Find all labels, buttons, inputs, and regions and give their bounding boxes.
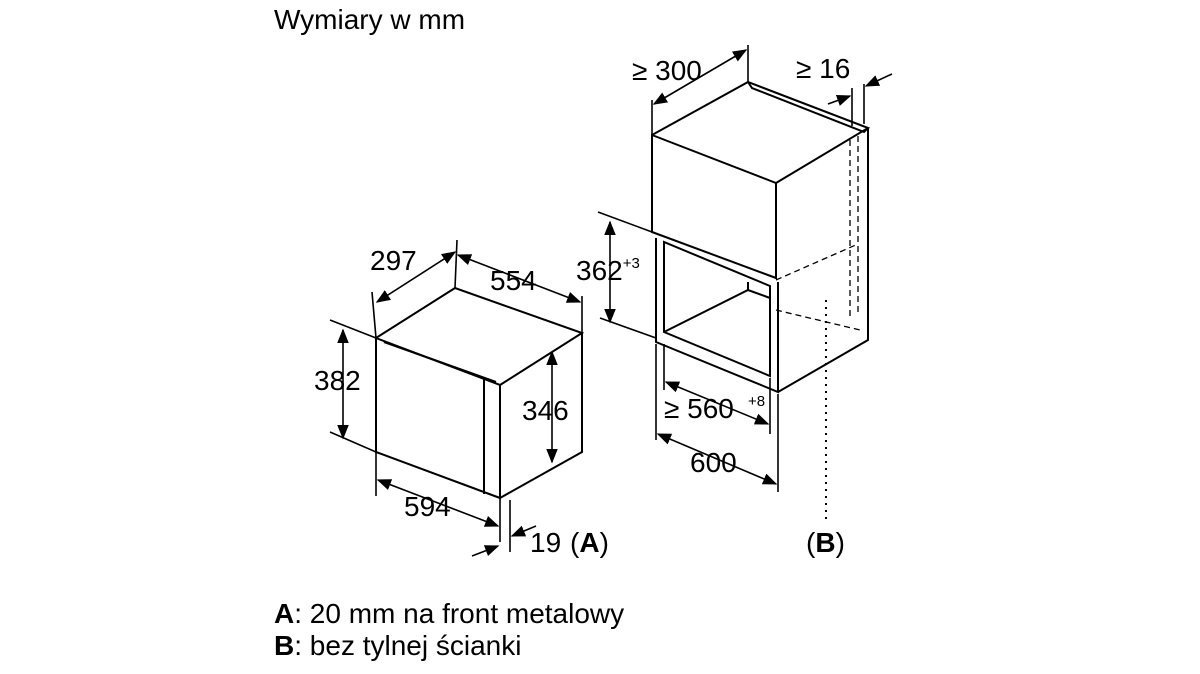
niche-width-tolerance: +8 (748, 393, 765, 410)
legend-a: A: 20 mm na front metalowy (274, 598, 624, 630)
microwave-dimension-lines (329, 239, 583, 557)
legend-b-text: : bez tylnej ścianki (294, 630, 522, 661)
cabinet-hidden-lines (775, 136, 861, 331)
niche-height-tolerance: +3 (623, 255, 640, 272)
dim-thickness-19: 19 (530, 527, 561, 558)
niche-height-value: 362 (576, 255, 623, 286)
label-b: (B) (806, 527, 845, 558)
dim-gap-min-16: ≥ 16 (796, 53, 850, 84)
dim-width-554: 554 (490, 265, 537, 296)
legend-b-key: B (274, 630, 295, 661)
microwave-outline (375, 286, 585, 500)
legend-a-key: A (274, 598, 295, 629)
dim-depth-min-300: ≥ 300 (632, 55, 702, 86)
legend-a-text: : 20 mm na front metalowy (294, 598, 625, 629)
dim-width-594: 594 (404, 491, 451, 522)
dim-niche-height-362: 362+3 (576, 255, 640, 286)
dim-height-346: 346 (522, 395, 569, 426)
dim-height-382: 382 (314, 365, 361, 396)
cabinet-outline (651, 80, 871, 394)
cabinet-dimension-lines (597, 45, 893, 492)
label-a: (A) (570, 527, 609, 558)
legend-b: B: bez tylnej ścianki (274, 630, 521, 662)
dim-cabinet-width-600: 600 (690, 447, 737, 478)
diagram-title: Wymiary w mm (274, 4, 466, 35)
dim-niche-width-560: ≥ 560 (664, 393, 734, 424)
niche-width-value: ≥ 560 (664, 393, 734, 424)
dim-depth-297: 297 (370, 245, 417, 276)
